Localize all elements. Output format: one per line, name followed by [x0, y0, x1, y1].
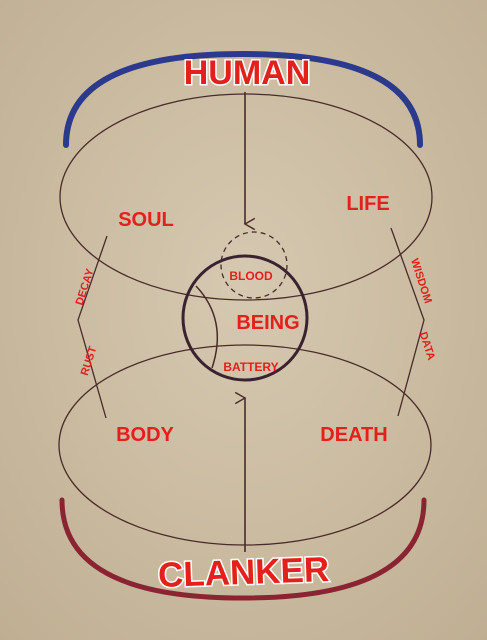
- blood-circle-dashed: [220, 231, 288, 299]
- human-ellipse: [59, 93, 433, 301]
- clanker-arc: [59, 497, 427, 601]
- right-connector: [390, 227, 425, 417]
- being-inner-arc: [195, 285, 219, 369]
- label-body: BODY: [116, 424, 174, 446]
- human-arc: [63, 50, 423, 148]
- label-blood: BLOOD: [229, 269, 273, 283]
- label-death: DEATH: [320, 424, 387, 446]
- being-circle: [181, 254, 309, 382]
- label-soul: SOUL: [118, 209, 174, 231]
- title-clanker: CLANKER: [157, 550, 329, 595]
- title-human: HUMAN: [184, 54, 311, 92]
- left-connector: [77, 235, 108, 419]
- label-being: BEING: [236, 312, 299, 334]
- label-battery: BATTERY: [223, 360, 278, 374]
- label-life: LIFE: [346, 193, 389, 215]
